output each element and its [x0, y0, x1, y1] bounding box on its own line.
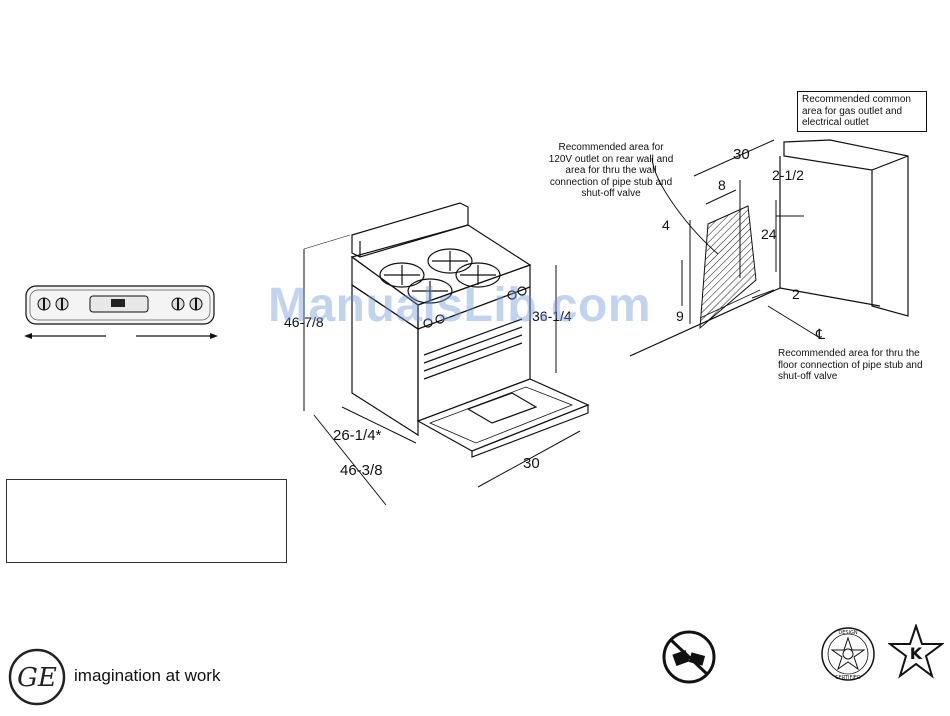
ge-logo: GE — [8, 648, 66, 706]
range-illustration — [290, 195, 610, 515]
svg-text:GE: GE — [17, 663, 57, 693]
tagline: imagination at work — [74, 666, 221, 685]
anti-tip-icon — [660, 630, 718, 684]
knob-icon — [37, 297, 51, 311]
dim-2-1-2: 2-1/2 — [772, 167, 804, 183]
knob-icon — [55, 297, 69, 311]
rear-wall-callout: Recommended area for 120V outlet on rear… — [548, 142, 674, 199]
control-panel-illustration — [20, 282, 220, 344]
watermark: ManualsLib.com — [268, 279, 652, 332]
common-area-callout: Recommended common area for gas outlet a… — [797, 91, 927, 132]
dim-24: 24 — [761, 226, 777, 242]
dim-install-width: 30 — [733, 146, 750, 163]
dim-4: 4 — [662, 217, 670, 233]
dim-8: 8 — [718, 177, 726, 193]
design-certified-seal: DESIGN CERTIFIED — [820, 626, 876, 682]
dim-height-total: 46-7/8 — [284, 314, 324, 330]
svg-text:DESIGN: DESIGN — [838, 630, 858, 636]
dim-range-width: 30 — [523, 455, 540, 472]
dim-depth-open: 46-3/8 — [340, 462, 383, 479]
dim-9: 9 — [676, 308, 684, 324]
knob-icon — [189, 297, 203, 311]
dim-2: 2 — [792, 286, 800, 302]
svg-text:K: K — [910, 644, 923, 663]
centerline-symbol: ℄ — [816, 326, 825, 342]
dim-cooktop-height: 36-1/4 — [532, 308, 572, 324]
knob-icon — [171, 297, 185, 311]
floor-area-callout: Recommended area for thru the floor conn… — [778, 348, 923, 382]
svg-text:CERTIFIED: CERTIFIED — [835, 675, 861, 681]
install-area-illustration — [590, 120, 940, 390]
note-box — [6, 479, 287, 563]
kosher-star-icon: K — [888, 624, 944, 682]
dim-depth-closed: 26-1/4* — [333, 427, 382, 444]
